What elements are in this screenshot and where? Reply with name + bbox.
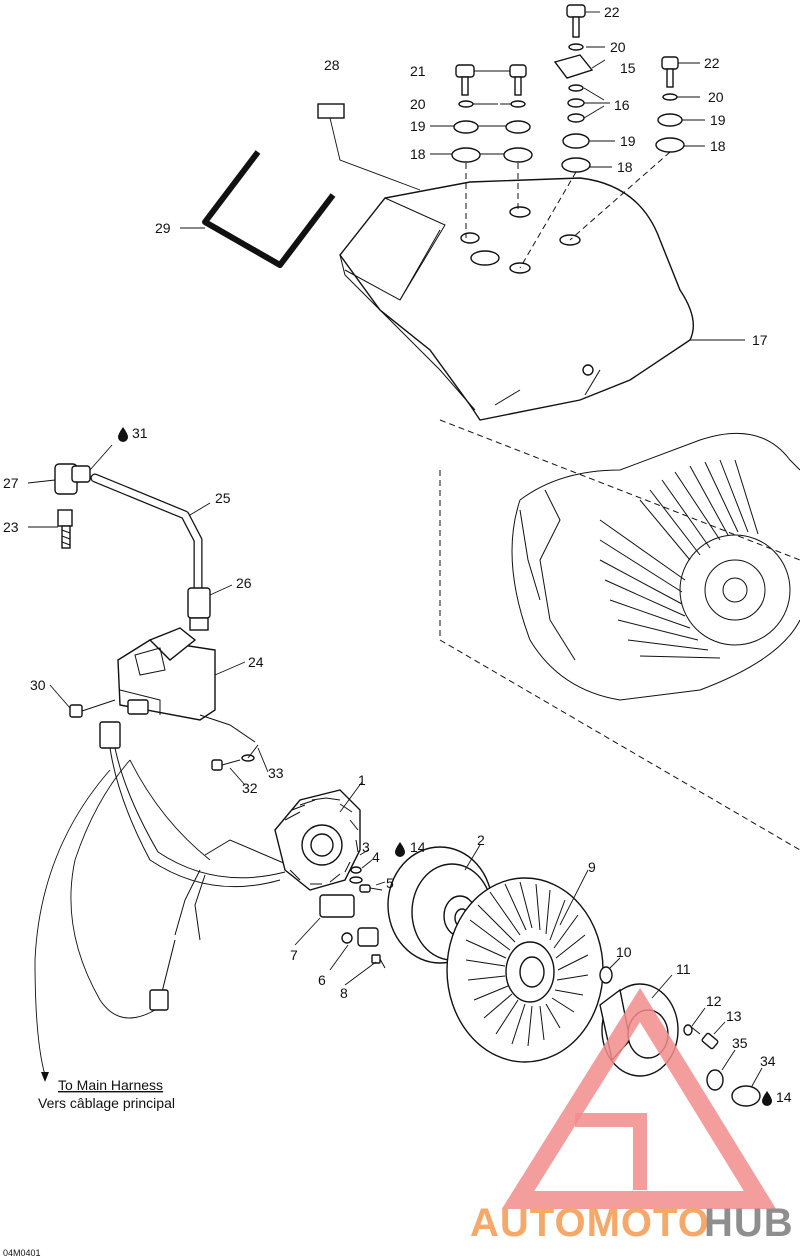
figure-code: 04M0401 [3, 1248, 41, 1258]
callout-27: 27 [3, 475, 19, 491]
callout-14: 14 [776, 1089, 792, 1105]
fastener-stack-center [519, 4, 594, 269]
callout-14: 14 [410, 839, 426, 855]
wiring-harness [34, 721, 341, 1082]
callout-18: 18 [710, 138, 726, 154]
callout-32: 32 [242, 780, 258, 796]
automotohub-logo: AUTOMOTO HUB [470, 987, 794, 1245]
callout-34: 34 [760, 1053, 776, 1069]
callout-19: 19 [410, 118, 426, 134]
callout-11: 11 [676, 961, 691, 977]
coil-screw [69, 699, 116, 718]
stator [274, 789, 361, 918]
engine-outline [439, 419, 800, 851]
spark-plug [57, 509, 73, 549]
stator-bolts [349, 866, 383, 893]
callout-30: 30 [30, 677, 46, 693]
callout-29: 29 [155, 220, 171, 236]
callout-19: 19 [710, 112, 726, 128]
fan-cover [339, 177, 694, 421]
harness-note-fr: Vers câblage principal [38, 1095, 175, 1111]
callout-26: 26 [236, 575, 252, 591]
spark-plug-cap [54, 463, 91, 495]
callout-4: 4 [372, 849, 380, 865]
cover-hole [582, 364, 594, 376]
callout-8: 8 [340, 985, 348, 1001]
fastener-stack-left [451, 64, 533, 238]
leader-lines [27, 11, 763, 1087]
callout-2: 2 [477, 832, 485, 848]
cover-hole [470, 250, 500, 266]
callout-22: 22 [704, 55, 720, 71]
callout-1: 1 [358, 772, 366, 788]
cover-hole [509, 206, 531, 218]
engine-cooling-fins [599, 459, 759, 659]
callout-6: 6 [318, 972, 326, 988]
cover-hole [460, 232, 480, 244]
watermark-text-1: AUTOMOTO [470, 1201, 710, 1245]
callout-33: 33 [268, 765, 284, 781]
cooling-fan [446, 877, 604, 1063]
flywheel-bolt [689, 1025, 719, 1050]
callout-24: 24 [248, 654, 264, 670]
washer [599, 966, 613, 984]
lock-washer [683, 1024, 693, 1036]
wire-boot [187, 587, 211, 631]
callout-28: 28 [324, 57, 340, 73]
callout-5: 5 [386, 875, 394, 891]
watermark-text-2: HUB [704, 1201, 794, 1245]
callout-31: 31 [132, 425, 148, 441]
retaining-ring [706, 1069, 724, 1091]
ignition-wire [90, 473, 203, 595]
harness-note-en: To Main Harness [58, 1077, 163, 1093]
callout-9: 9 [588, 859, 596, 875]
callout-7: 7 [290, 947, 298, 963]
callout-18: 18 [410, 146, 426, 162]
callout-16: 16 [614, 97, 630, 113]
ground-screws [211, 744, 259, 771]
callout-3: 3 [362, 839, 370, 855]
callout-18: 18 [617, 159, 633, 175]
callout-20: 20 [610, 39, 626, 55]
callout-15: 15 [620, 60, 636, 76]
trigger-coil [341, 927, 386, 969]
fastener-stack-right [569, 56, 685, 241]
callout-20: 20 [410, 96, 426, 112]
lubricant-drop-icon [118, 427, 772, 1106]
callout-21: 21 [410, 63, 426, 79]
callout-19: 19 [620, 133, 636, 149]
end-cap [731, 1085, 761, 1107]
callout-25: 25 [215, 490, 231, 506]
callout-22: 22 [604, 4, 620, 20]
callout-35: 35 [732, 1035, 748, 1051]
ignition-coil [117, 627, 256, 743]
cover-seal [202, 150, 336, 268]
decal-label [317, 103, 345, 119]
callout-12: 12 [706, 993, 722, 1009]
callout-10: 10 [616, 944, 632, 960]
callout-17: 17 [752, 332, 768, 348]
callout-23: 23 [3, 519, 19, 535]
callout-20: 20 [708, 89, 724, 105]
callout-labels: 22 20 15 22 28 21 20 16 20 19 19 19 18 1… [3, 4, 792, 1105]
callout-13: 13 [726, 1008, 742, 1024]
